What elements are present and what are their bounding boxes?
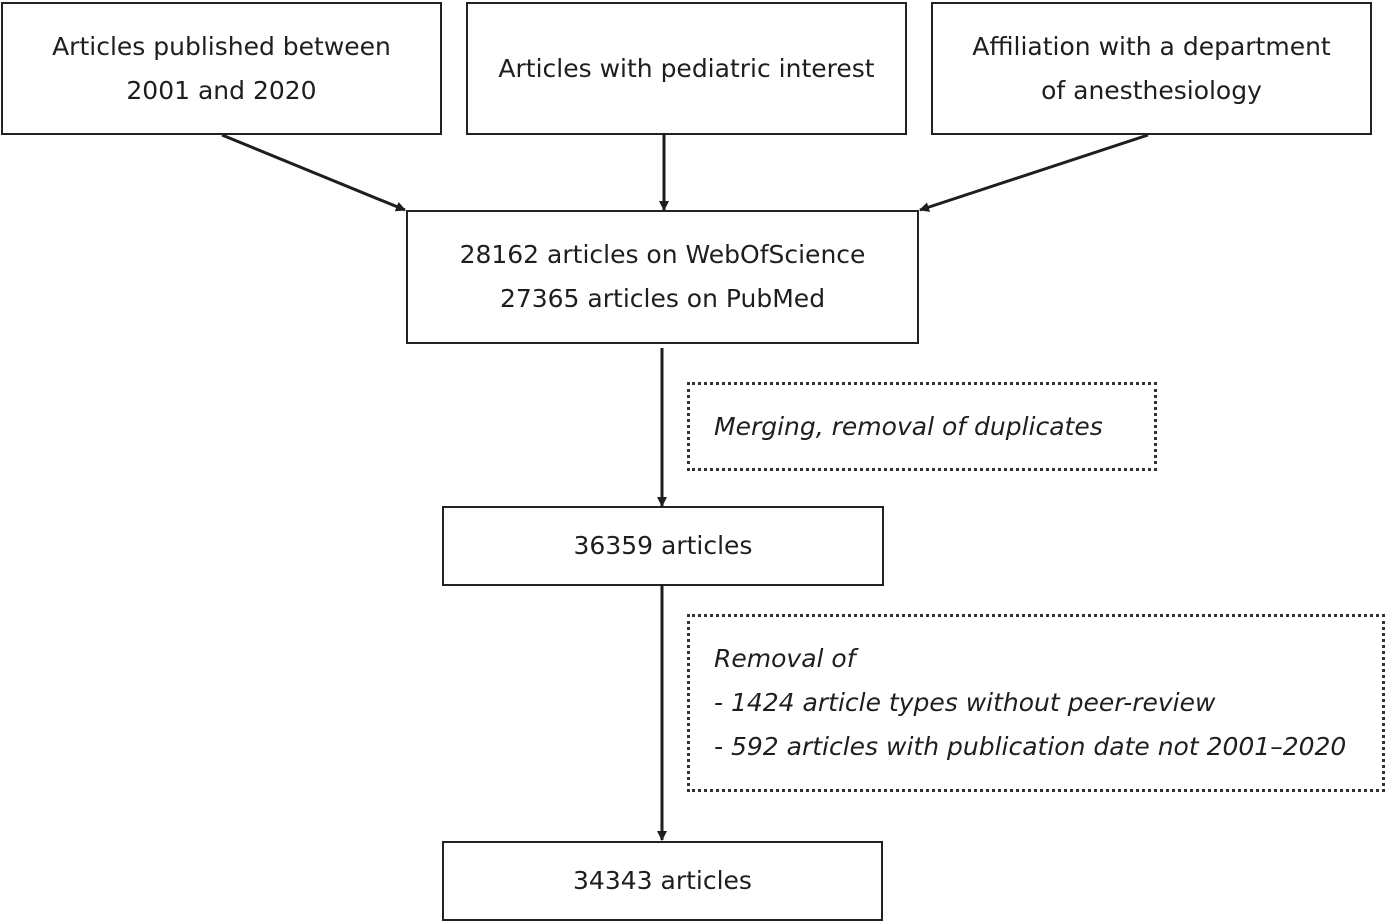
criterion-text: Articles with pediatric interest bbox=[498, 53, 875, 83]
criterion-box-publication-years: Articles published between 2001 and 2020 bbox=[1, 2, 442, 135]
final-count-box: 34343 articles bbox=[442, 841, 883, 921]
criterion-text: Affiliation with a department bbox=[972, 31, 1331, 61]
merge-note-text: Merging, removal of duplicates bbox=[714, 411, 1103, 441]
criterion-text: 2001 and 2020 bbox=[126, 75, 317, 105]
arrow-criterion-3-to-search bbox=[919, 133, 1149, 212]
removal-note-text: - 1424 article types without peer-review bbox=[714, 688, 1216, 717]
criterion-text: Articles published between bbox=[52, 31, 391, 61]
merge-note: Merging, removal of duplicates bbox=[687, 382, 1157, 471]
search-results-box: 28162 articles on WebOfScience 27365 art… bbox=[406, 210, 919, 344]
removal-note-text: Removal of bbox=[714, 644, 856, 673]
arrow-criterion-1-to-search bbox=[221, 133, 406, 212]
final-count-text: 34343 articles bbox=[573, 866, 752, 895]
search-result-text: 27365 articles on PubMed bbox=[499, 284, 826, 313]
criterion-box-anesthesiology-affiliation: Affiliation with a department of anesthe… bbox=[931, 2, 1372, 135]
criterion-box-pediatric-interest: Articles with pediatric interest bbox=[466, 2, 907, 135]
merged-count-box: 36359 articles bbox=[442, 506, 884, 586]
search-result-text: 28162 articles on WebOfScience bbox=[459, 240, 866, 269]
removal-note-text: - 592 articles with publication date not… bbox=[714, 732, 1347, 761]
criterion-text: of anesthesiology bbox=[1041, 75, 1262, 105]
merged-count-text: 36359 articles bbox=[573, 531, 753, 560]
removal-note: Removal of - 1424 article types without … bbox=[687, 614, 1385, 792]
